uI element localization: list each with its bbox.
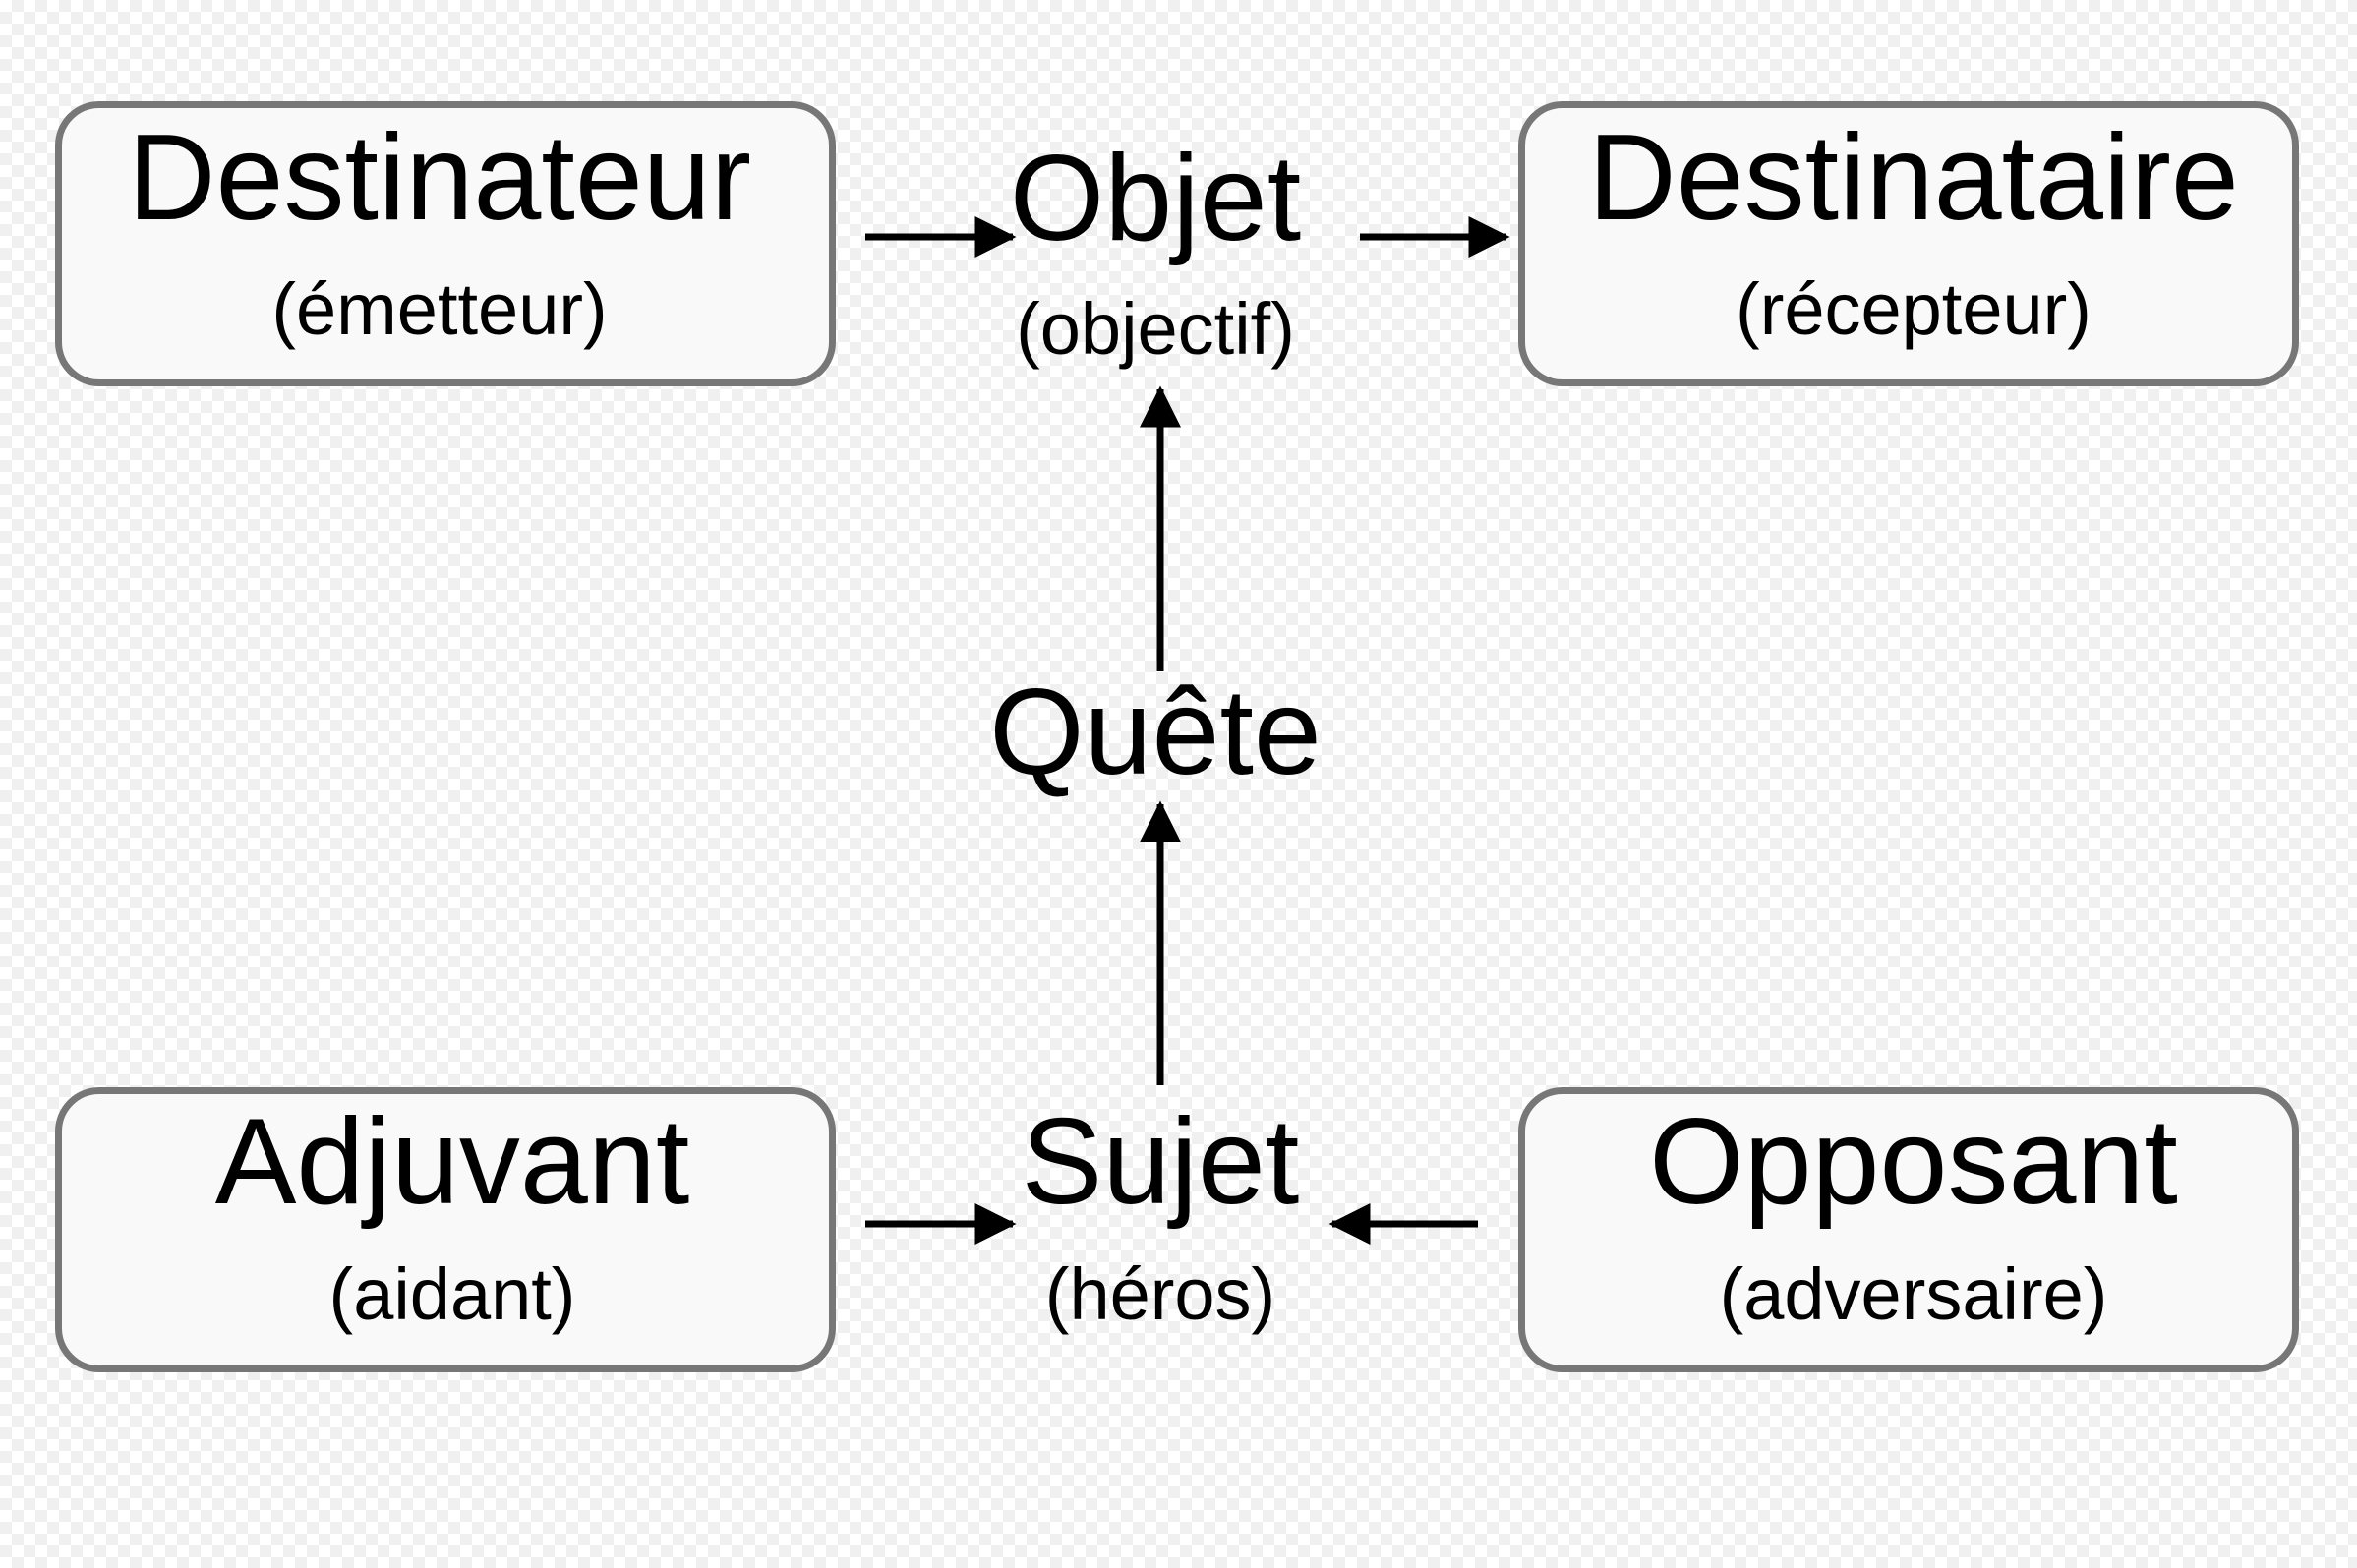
destinataire-label: Destinataire [1588,110,2239,246]
sujet-label: Sujet [1021,1094,1300,1230]
adjuvant-box [55,1087,836,1372]
adjuvant-label: Adjuvant [214,1094,690,1230]
destinataire-sublabel: (récepteur) [1736,268,2092,350]
objet-label: Objet [1009,131,1302,266]
destinateur-box [55,101,836,386]
opposant-box [1518,1087,2299,1372]
adjuvant-sublabel: (aidant) [328,1253,576,1335]
quete-label: Quête [989,665,1322,800]
objet-sublabel: (objectif) [1016,288,1295,370]
opposant-label: Opposant [1649,1094,2178,1230]
opposant-sublabel: (adversaire) [1719,1253,2108,1335]
destinataire-box [1518,101,2299,386]
sujet-sublabel: (héros) [1044,1253,1276,1335]
destinateur-sublabel: (émetteur) [271,268,608,350]
destinateur-label: Destinateur [127,110,752,246]
